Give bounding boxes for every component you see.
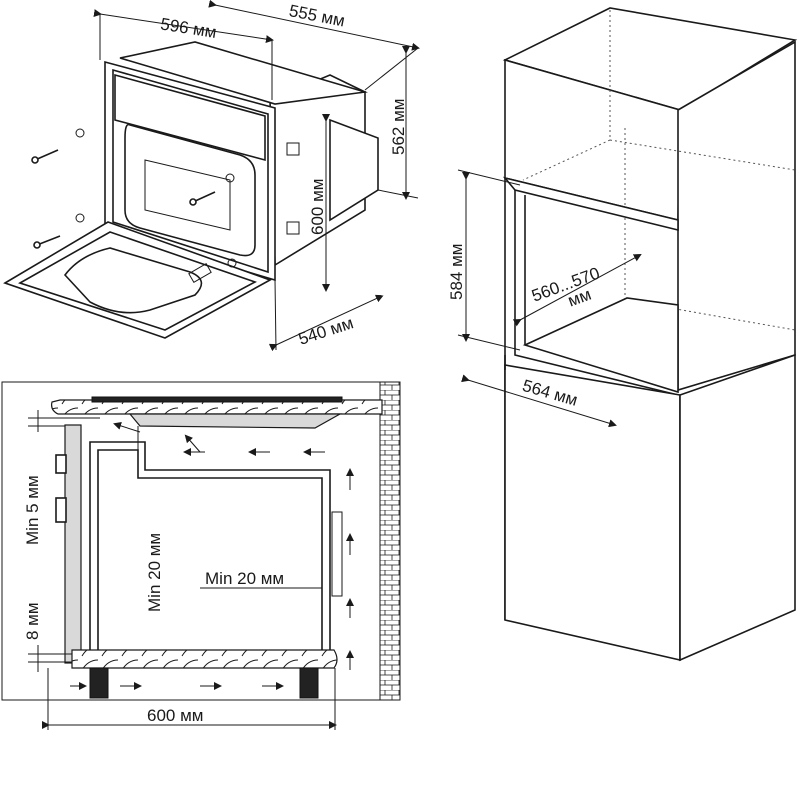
cabinet-view	[457, 7, 798, 662]
screw-icon	[189, 191, 216, 206]
oven-isometric-view	[3, 0, 420, 352]
section-view	[1, 381, 401, 730]
niche-height-label: 584 мм	[447, 244, 466, 300]
bottom-width-label: 600 мм	[147, 706, 203, 725]
oven-height-outer-label: 562 мм	[389, 99, 408, 155]
oven-height-front-label: 600 мм	[308, 179, 327, 235]
gap-8-label: 8 мм	[23, 602, 42, 640]
min-5-label: Min 5 мм	[23, 475, 42, 545]
screw-icon	[33, 235, 61, 249]
min-20-horizontal-label: Min 20 мм	[205, 569, 284, 588]
min-20-vertical-label: Min 20 мм	[145, 533, 164, 612]
oven-depth-inner-label: 540 мм	[296, 313, 356, 349]
oven-width-label: 596 мм	[159, 14, 218, 42]
screw-icon	[31, 149, 59, 164]
